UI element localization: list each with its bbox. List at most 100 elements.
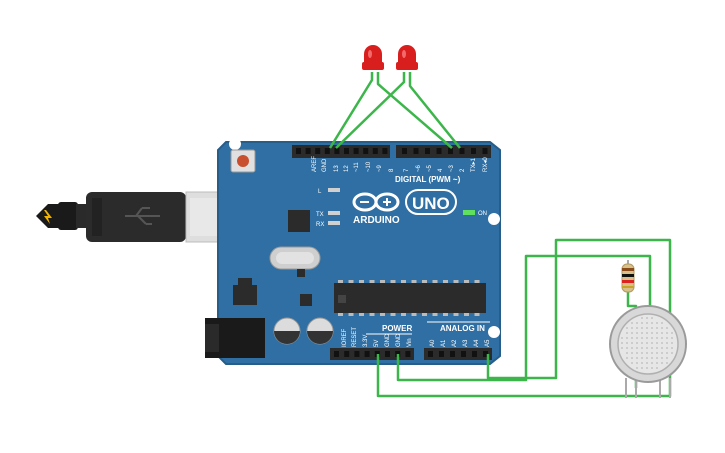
header-pin-hole[interactable]	[448, 148, 453, 154]
mounting-hole	[488, 326, 500, 338]
wire-led1-gnd	[328, 72, 374, 149]
top-pin-label: RX◂0	[483, 157, 489, 172]
header-pin-hole[interactable]	[344, 148, 349, 154]
sensor-mesh	[621, 317, 673, 369]
power-pin-label: Vin	[407, 338, 413, 347]
header-pin-hole[interactable]	[461, 351, 466, 357]
wire-led2-signal	[408, 72, 461, 149]
header-pin-hole[interactable]	[385, 351, 390, 357]
header-pin-hole[interactable]	[305, 148, 311, 154]
led-tx-indicator	[328, 211, 340, 215]
header-pin-hole[interactable]	[459, 148, 465, 154]
header-pin-hole[interactable]	[372, 148, 378, 154]
smd-component	[300, 294, 312, 306]
voltage-regulator	[233, 278, 257, 305]
header-pin-hole[interactable]	[344, 351, 350, 357]
top-pin-label: ~3	[449, 164, 455, 172]
wire-led2-gnd	[335, 72, 406, 149]
header-pin-hole[interactable]	[413, 148, 419, 154]
header-pin-hole[interactable]	[382, 148, 388, 154]
top-pin-label: ~9	[377, 164, 383, 172]
header-pin-hole[interactable]	[472, 351, 477, 357]
top-pin-label: 7	[404, 168, 410, 172]
top-pin-label: 8	[389, 168, 395, 172]
header-pin-hole[interactable]	[450, 351, 455, 357]
header-pin-hole[interactable]	[471, 148, 476, 154]
resistor[interactable]	[621, 260, 635, 293]
dc-power-jack[interactable]	[205, 318, 265, 358]
power-header-label: POWER	[382, 324, 412, 333]
uno-model-text: UNO	[412, 194, 450, 213]
analog-pin-label: A3	[463, 339, 469, 347]
top-pin-label: 12	[344, 165, 350, 172]
top-pin-label: GND	[322, 158, 328, 172]
header-pin-hole[interactable]	[364, 351, 370, 357]
top-pin-label: ~6	[416, 164, 422, 172]
header-pin-hole[interactable]	[353, 148, 359, 154]
crystal-oscillator	[269, 246, 321, 270]
top-pin-label: 13	[334, 165, 340, 172]
uno-badge	[405, 189, 457, 215]
power-led-indicator	[463, 210, 475, 215]
wire-led1-signal	[376, 72, 453, 149]
analog-header	[424, 348, 492, 360]
arduino-board[interactable]: AREF GND 13 12 ~11 ~10 ~9 8 7 ~6 ~5 4 ~3 2 TX▸1 RX◂0 DI…	[217, 138, 501, 365]
red-led-2[interactable]	[396, 45, 418, 70]
arduino-brand-text: ARDUINO	[353, 215, 400, 226]
header-pin-hole[interactable]	[334, 351, 339, 357]
header-pin-hole[interactable]	[324, 148, 330, 154]
smd-component	[297, 269, 305, 277]
wire-5v-resistor	[376, 238, 672, 398]
header-pin-hole[interactable]	[363, 148, 369, 154]
header-pin-hole[interactable]	[482, 148, 488, 154]
top-pin-label: ~10	[366, 161, 372, 172]
power-pin-label: IOREF	[342, 328, 348, 347]
usb-chip	[288, 210, 310, 232]
led-l-label: L	[318, 189, 322, 195]
top-pin-label: 4	[438, 168, 444, 172]
usb-bolt-icon	[44, 210, 52, 224]
header-pin-hole[interactable]	[428, 351, 433, 357]
mounting-hole	[488, 213, 500, 225]
led-l-indicator	[328, 188, 340, 192]
usb-symbol-icon	[125, 207, 160, 225]
led-tx-label: TX	[316, 212, 324, 218]
header-pin-hole[interactable]	[483, 351, 488, 357]
power-header	[330, 348, 414, 360]
header-pin-hole[interactable]	[315, 148, 321, 154]
analog-pin-label: A1	[441, 339, 447, 347]
digital-header-right	[396, 145, 491, 158]
analog-pin-label: A4	[474, 339, 480, 347]
red-led-1[interactable]	[362, 45, 384, 70]
header-pin-hole[interactable]	[425, 148, 430, 154]
capacitor	[273, 317, 301, 345]
wires[interactable]	[328, 72, 672, 398]
power-pin-label: GND	[396, 333, 402, 347]
power-pin-label: RESET	[352, 327, 358, 347]
top-pin-label: AREF	[312, 156, 318, 172]
gas-sensor[interactable]	[609, 305, 687, 398]
reset-button[interactable]	[230, 149, 256, 173]
header-pin-hole[interactable]	[405, 351, 411, 357]
top-pin-label: ~11	[354, 162, 360, 172]
header-pin-hole[interactable]	[334, 148, 340, 154]
top-pin-label: TX▸1	[471, 157, 477, 172]
atmega-chip	[334, 280, 486, 316]
header-pin-hole[interactable]	[402, 148, 407, 154]
led-rx-label: RX	[316, 222, 324, 228]
top-pin-label: ~5	[427, 164, 433, 172]
analog-pin-label: A0	[430, 339, 436, 347]
header-pin-hole[interactable]	[354, 351, 360, 357]
analog-pin-label: A5	[485, 339, 491, 347]
capacitor	[306, 317, 334, 345]
wire-gnd-sensor	[396, 254, 652, 382]
top-pin-label: 2	[460, 168, 466, 172]
analog-pin-label: A2	[452, 339, 458, 347]
header-pin-hole[interactable]	[439, 351, 444, 357]
digital-header-label: DIGITAL (PWM ~)	[395, 175, 461, 184]
power-led-label: ON	[478, 211, 487, 217]
power-pin-label: 3.3V	[363, 335, 369, 347]
header-pin-hole[interactable]	[296, 148, 301, 154]
header-pin-hole[interactable]	[436, 148, 442, 154]
